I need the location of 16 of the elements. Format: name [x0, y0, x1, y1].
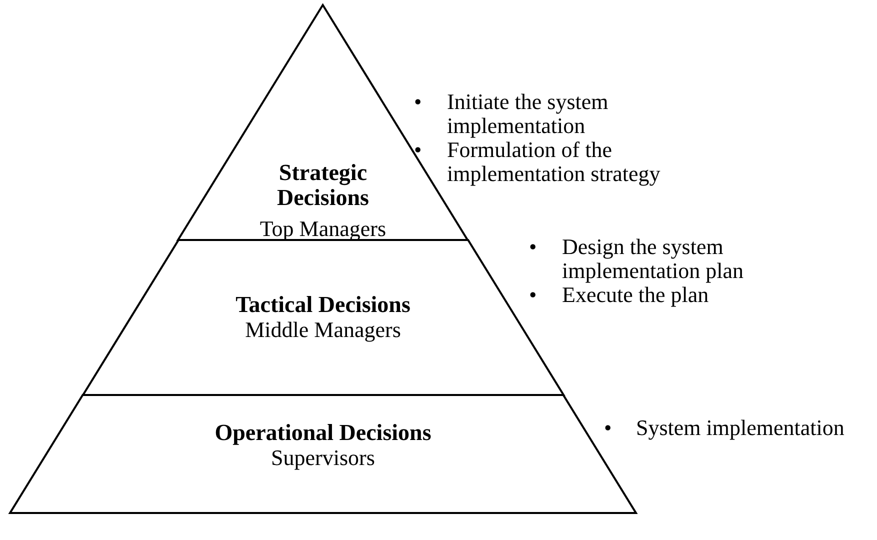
role-label: Supervisors: [271, 445, 375, 470]
bullet-marker: •: [529, 283, 537, 307]
role-label: Middle Managers: [245, 317, 401, 342]
bullet-marker: •: [604, 416, 612, 440]
bullet-marker: •: [414, 138, 422, 162]
bullet-text: Execute the plan: [562, 283, 709, 307]
bullet-text: Design the system implementation plan: [562, 235, 744, 283]
bullet-marker: •: [529, 235, 537, 259]
role-label: Top Managers: [260, 216, 386, 241]
bullet-marker: •: [414, 90, 422, 114]
tier-heading: Operational Decisions: [214, 420, 432, 445]
tier-heading: Tactical Decisions: [236, 292, 410, 317]
bullet-text: Initiate the system implementation: [447, 90, 610, 138]
tier-heading: Strategic Decisions: [276, 160, 370, 210]
bullet-text: Formulation of the implementation strategy: [447, 138, 662, 186]
bullet-text: System implementation: [636, 416, 846, 440]
